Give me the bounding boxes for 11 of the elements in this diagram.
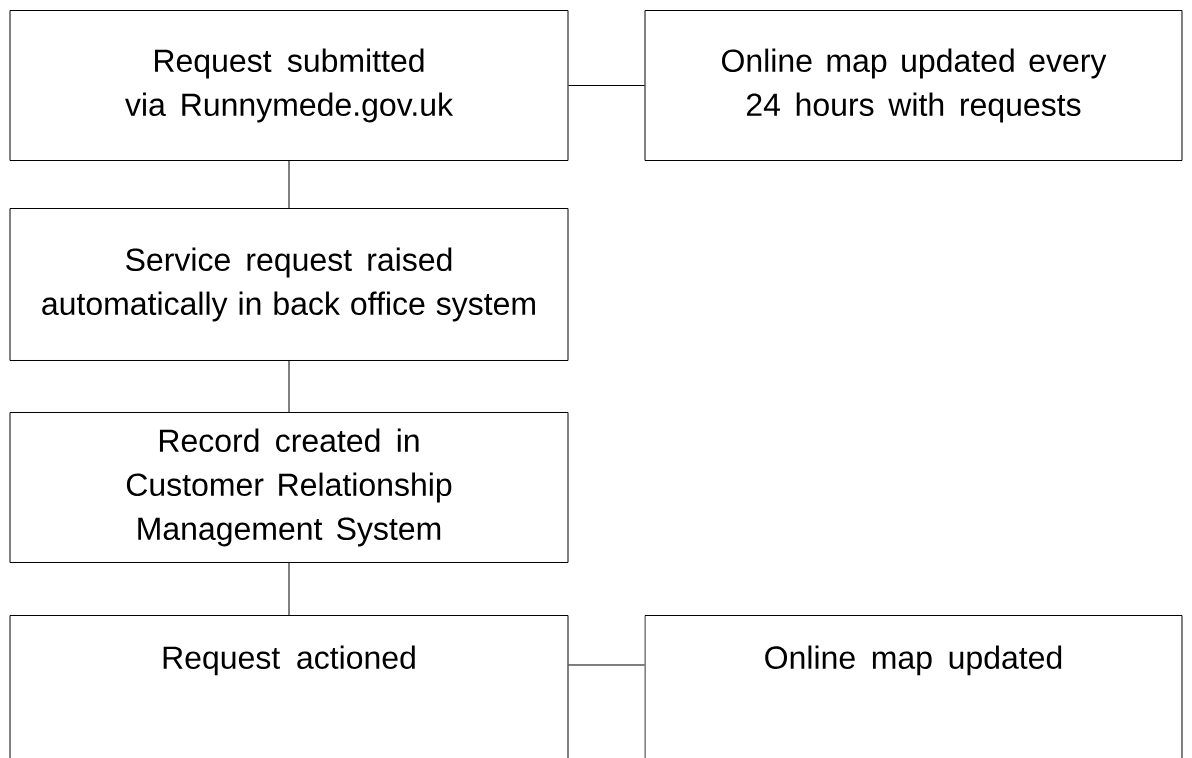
connector-line [568, 85, 645, 86]
process-box: Service request raised automatically in back office system [9, 208, 569, 361]
connector-line [288, 160, 290, 209]
connector-line [288, 360, 290, 413]
process-box: Request submitted via Runnymede.gov.uk [9, 10, 569, 161]
process-box: Online map updated [644, 615, 1183, 758]
process-box: Online map updated every 24 hours with requests [644, 10, 1183, 161]
connector-line [568, 664, 645, 666]
connector-line [288, 562, 290, 616]
process-box: Request actioned [9, 615, 569, 758]
process-box: Record created in Customer Relationship Management System [9, 412, 569, 563]
